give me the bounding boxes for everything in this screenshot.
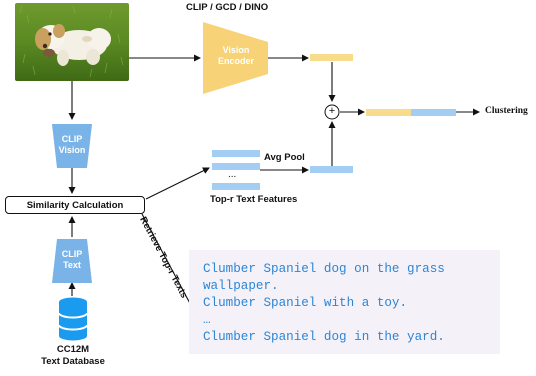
- database-line1: CC12M: [56, 344, 90, 355]
- clip-text-line1: CLIP: [61, 249, 83, 259]
- clip-text-shape: [52, 239, 92, 283]
- clip-vision-line2: Vision: [58, 145, 86, 155]
- retrieved-texts-box: Clumber Spaniel dog on the grass wallpap…: [189, 250, 500, 354]
- text-feature-bar-2: [212, 163, 260, 170]
- clip-vision-label: CLIP Vision: [52, 134, 92, 156]
- vision-encoder-label: Vision Encoder: [206, 45, 266, 67]
- clip-text-line2: Text: [63, 260, 81, 270]
- combined-feature-visual-part: [366, 109, 411, 116]
- retrieved-text-ellipsis: …: [203, 313, 211, 327]
- concat-plus-circle: [324, 104, 340, 120]
- database-label: CC12M Text Database: [23, 344, 123, 368]
- combined-feature-text-part: [411, 109, 456, 116]
- text-feature-bar-1: [212, 150, 260, 157]
- features-ellipsis: ...: [228, 169, 237, 180]
- similarity-calculation-label: Similarity Calculation: [26, 199, 124, 211]
- database-icon: [58, 297, 88, 341]
- top-r-features-label: Top-r Text Features: [210, 194, 298, 205]
- arrow-similarity-to-features: [145, 167, 210, 200]
- backbone-title: CLIP / GCD / DINO: [186, 2, 269, 13]
- clip-vision-line1: CLIP: [61, 134, 83, 144]
- retrieved-text-line: Clumber Spaniel dog on the grass: [203, 262, 445, 276]
- visual-feature-bar: [310, 54, 353, 61]
- similarity-calculation-box: Similarity Calculation: [5, 196, 145, 214]
- retrieved-text-line: Clumber Spaniel dog in the yard.: [203, 330, 445, 344]
- database-line2: Text Database: [41, 356, 105, 367]
- avg-pool-label: Avg Pool: [264, 152, 305, 163]
- retrieved-text-line: wallpaper.: [203, 279, 279, 293]
- clip-vision-shape: [52, 124, 92, 168]
- input-image: [15, 3, 129, 81]
- concat-plus-symbol: +: [328, 105, 336, 117]
- vision-encoder-shape: [203, 22, 268, 94]
- vision-encoder-line2: Encoder: [217, 56, 254, 66]
- clustering-label: Clustering: [485, 106, 528, 116]
- retrieved-text-line: Clumber Spaniel with a toy.: [203, 296, 408, 310]
- text-feature-bar-3: [212, 183, 260, 190]
- clip-text-label: CLIP Text: [52, 249, 92, 271]
- pooled-text-feature-bar: [310, 166, 353, 173]
- vision-encoder-line1: Vision: [222, 45, 250, 55]
